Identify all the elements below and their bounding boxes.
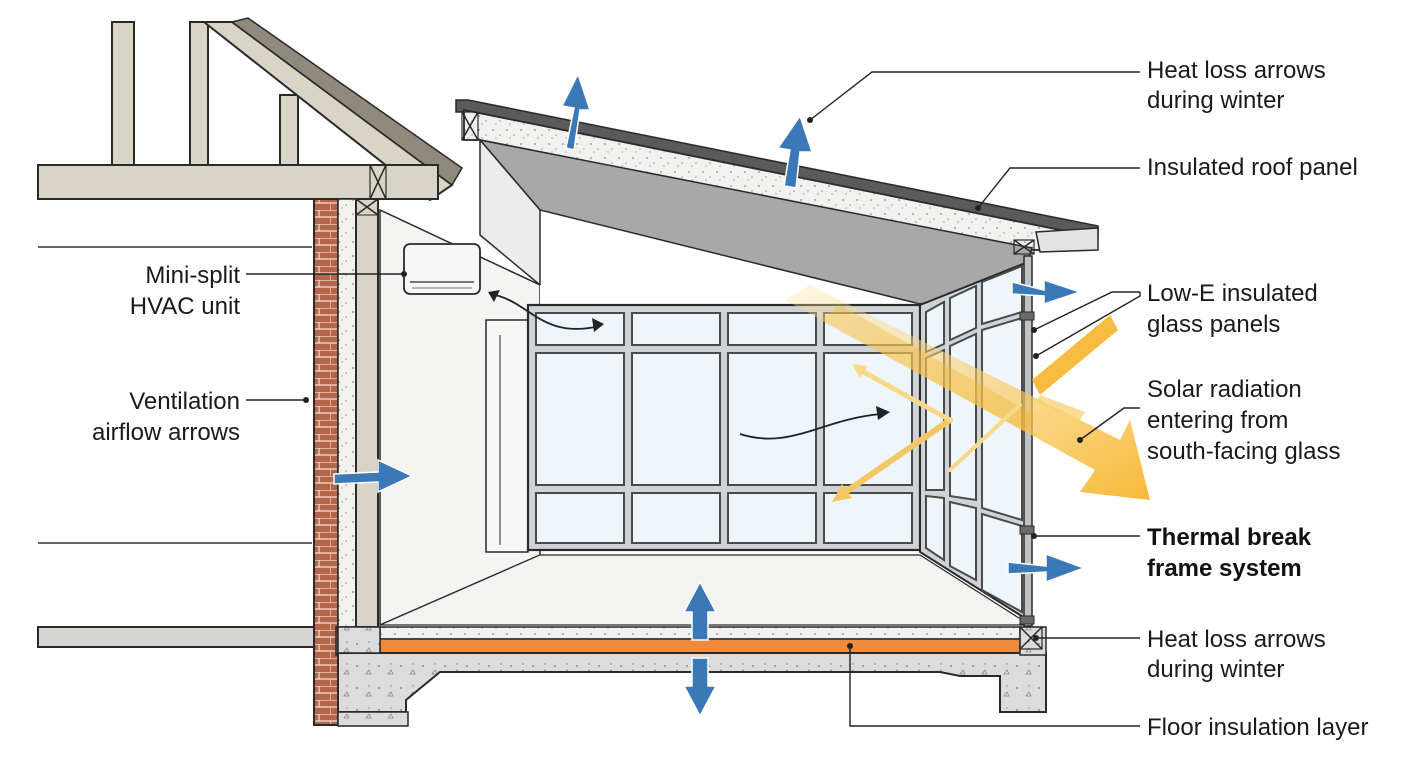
heat-loss-arrow-roof bbox=[776, 114, 814, 189]
truss-post bbox=[279, 94, 299, 174]
callout-heat-loss-bottom: Heat loss arrows during winter bbox=[1147, 626, 1326, 683]
glass-pane bbox=[535, 352, 625, 486]
glass-pane bbox=[727, 492, 817, 544]
label-line: HVAC unit bbox=[130, 293, 241, 320]
truss-post bbox=[111, 21, 135, 173]
floor-insulation-layer bbox=[379, 638, 1021, 654]
glass-pane bbox=[631, 352, 721, 486]
callout-solar-radiation: Solar radiation entering from south-faci… bbox=[1147, 376, 1340, 465]
heat-loss-arrows bbox=[333, 72, 1087, 718]
glass-pane bbox=[535, 492, 625, 544]
label-line: during winter bbox=[1147, 87, 1284, 114]
glass-pane bbox=[925, 300, 945, 354]
existing-floor-slab bbox=[37, 626, 331, 648]
solar-radiation-rays bbox=[785, 285, 1150, 502]
label-line: Floor insulation layer bbox=[1147, 714, 1368, 741]
label-line: Thermal break bbox=[1147, 524, 1312, 551]
heat-loss-arrow-glass bbox=[1011, 278, 1083, 306]
solar-ray-upper bbox=[1032, 315, 1118, 395]
callout-low-e-glass: Low-E insulated glass panels bbox=[1147, 280, 1318, 338]
interior-airflow-arrows bbox=[488, 290, 890, 440]
label-line: Heat loss arrows bbox=[1147, 626, 1326, 653]
label-line: Ventilation bbox=[129, 388, 240, 415]
truss-post bbox=[189, 21, 209, 173]
label-line: airflow arrows bbox=[92, 419, 240, 446]
side-glazing bbox=[919, 255, 1035, 627]
heat-loss-arrow-floor bbox=[682, 657, 718, 718]
glass-pane bbox=[631, 312, 721, 346]
label-line: Insulated roof panel bbox=[1147, 154, 1358, 181]
glass-pane bbox=[823, 492, 913, 544]
callout-thermal-break: Thermal break frame system bbox=[1147, 524, 1312, 582]
solar-reflection-ray bbox=[837, 417, 953, 499]
label-line: glass panels bbox=[1147, 311, 1280, 338]
callout-mini-split: Mini-split HVAC unit bbox=[130, 262, 241, 320]
gutter bbox=[1035, 227, 1099, 253]
label-line: during winter bbox=[1147, 656, 1284, 683]
label-line: Mini-split bbox=[145, 262, 240, 289]
roof-shingle-edge bbox=[230, 17, 463, 187]
label-line: Solar radiation bbox=[1147, 376, 1302, 403]
callout-heat-loss-top: Heat loss arrows during winter bbox=[1147, 57, 1326, 114]
label-line: Low-E insulated bbox=[1147, 280, 1318, 307]
glass-pane bbox=[631, 492, 721, 544]
label-line: Heat loss arrows bbox=[1147, 57, 1326, 84]
heat-loss-arrow-floor bbox=[682, 580, 718, 641]
glass-pane bbox=[949, 500, 977, 582]
front-glazing bbox=[526, 303, 922, 552]
ceiling-joist bbox=[37, 164, 439, 200]
label-line: south-facing glass bbox=[1147, 438, 1340, 465]
thermal-break-frame-post bbox=[1023, 255, 1033, 627]
brick-wall bbox=[313, 198, 339, 726]
existing-house bbox=[37, 17, 463, 726]
callout-ventilation: Ventilation airflow arrows bbox=[92, 388, 240, 446]
glass-pane bbox=[727, 352, 817, 486]
ventilation-airflow-arrow bbox=[333, 458, 414, 494]
glass-pane bbox=[949, 284, 977, 342]
callout-insulated-roof: Insulated roof panel bbox=[1147, 154, 1358, 181]
mini-split-unit bbox=[403, 243, 481, 295]
leader-lines bbox=[246, 71, 1141, 727]
glass-pane bbox=[981, 512, 1023, 614]
label-line: entering from bbox=[1147, 407, 1288, 434]
glass-pane bbox=[925, 494, 945, 562]
sunroom-roof bbox=[455, 99, 1099, 305]
solar-reflection-ray bbox=[857, 367, 953, 423]
interior-door-opening bbox=[485, 319, 529, 553]
callout-floor-insulation: Floor insulation layer bbox=[1147, 714, 1368, 741]
wall-insulation bbox=[337, 198, 357, 628]
solar-ray-main bbox=[785, 285, 1150, 500]
wall-stud bbox=[355, 198, 379, 628]
heat-loss-arrow-roof bbox=[560, 72, 592, 151]
label-line: frame system bbox=[1147, 555, 1302, 582]
glass-pane bbox=[727, 312, 817, 346]
heat-loss-arrow-glass bbox=[1007, 552, 1087, 584]
sunroom-interior bbox=[379, 208, 1033, 627]
